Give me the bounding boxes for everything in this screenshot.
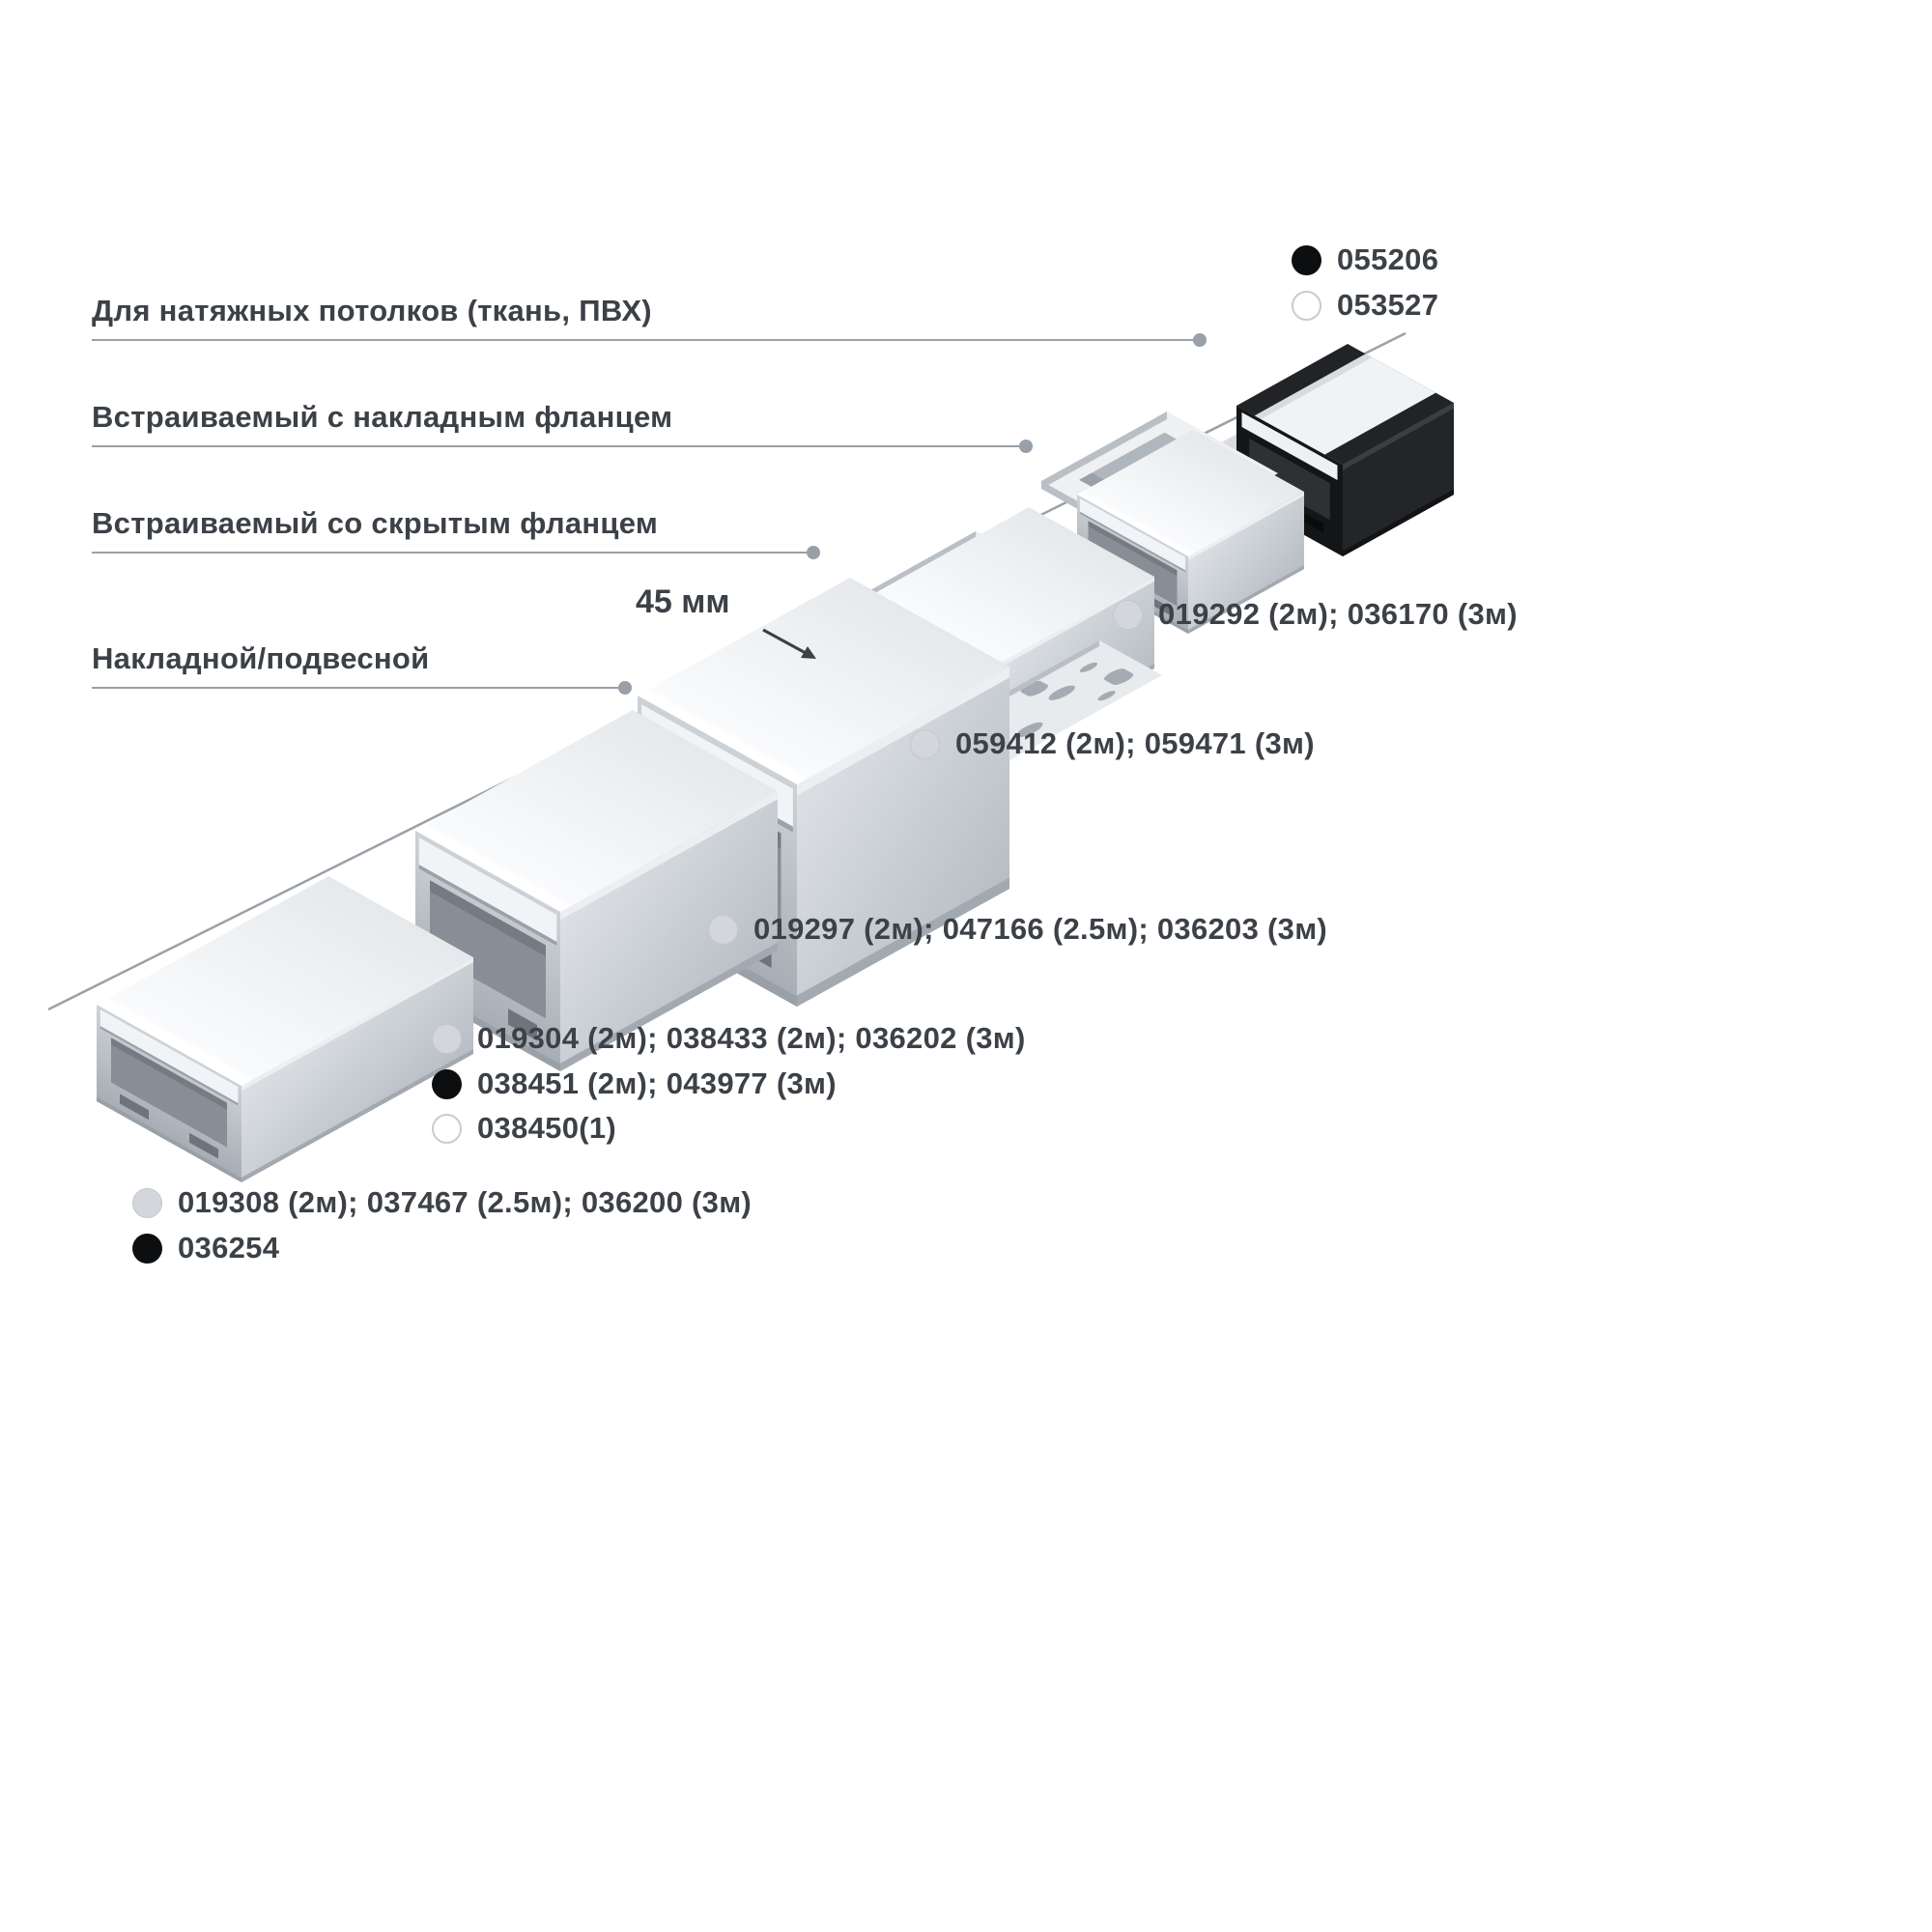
profile-recessed-surface-flange-icon (1041, 412, 1304, 634)
product-code: 019308 (2м); 037467 (2.5м); 036200 (3м) (178, 1185, 753, 1219)
product-code: 019304 (2м); 038433 (2м); 036202 (3м) (477, 1021, 1026, 1055)
callout-label: Встраиваемый с накладным фланцем (92, 400, 673, 434)
callout-endpoint-dot (1193, 333, 1207, 347)
color-swatch-dot (708, 914, 738, 945)
product-code: 055206 (1337, 242, 1439, 276)
product-code: 019292 (2м); 036170 (3м) (1158, 597, 1518, 631)
product-code: 053527 (1337, 288, 1439, 322)
callout-label: Накладной/подвесной (92, 641, 430, 675)
callout-recessed-hidden-flange: Встраиваемый со скрытым фланцем (92, 506, 820, 559)
legend-row: 055206 (1292, 244, 1438, 275)
callout-endpoint-dot (807, 546, 820, 559)
legend-row: 019304 (2м); 038433 (2м); 036202 (3м) (432, 1023, 1026, 1054)
dimension-arrow-icon (762, 628, 816, 659)
color-swatch-dot (432, 1068, 462, 1099)
color-swatch-dot (1292, 290, 1321, 321)
dimension-label-45mm: 45 мм (636, 583, 730, 620)
color-swatch-dot (910, 728, 940, 759)
color-swatch-dot (432, 1023, 462, 1054)
legend-row: 019308 (2м); 037467 (2.5м); 036200 (3м) (132, 1187, 752, 1218)
legend-row: 036254 (132, 1233, 279, 1264)
callout-label: Для натяжных потолков (ткань, ПВХ) (92, 294, 652, 327)
legend-row: 019292 (2м); 036170 (3м) (1113, 599, 1518, 630)
callout-label: Встраиваемый со скрытым фланцем (92, 506, 659, 540)
product-code: 059412 (2м); 059471 (3м) (955, 726, 1315, 760)
callout-stretch-ceiling: Для натяжных потолков (ткань, ПВХ) (92, 294, 1207, 347)
legend-row: 053527 (1292, 290, 1438, 321)
product-code: 019297 (2м); 047166 (2.5м); 036203 (3м) (753, 912, 1328, 946)
legend-row: 038450(1) (432, 1113, 616, 1144)
color-swatch-dot (132, 1233, 162, 1264)
callout-endpoint-dot (1019, 440, 1033, 453)
callout-surface-suspended: Накладной/подвесной (92, 641, 632, 695)
color-swatch-dot (432, 1113, 462, 1144)
product-code: 036254 (178, 1231, 280, 1264)
color-swatch-dot (132, 1187, 162, 1218)
product-code: 038450(1) (477, 1111, 617, 1145)
legend-row: 019297 (2м); 047166 (2.5м); 036203 (3м) (708, 914, 1327, 945)
legend-row: 059412 (2м); 059471 (3м) (910, 728, 1315, 759)
legend-row: 038451 (2м); 043977 (3м) (432, 1068, 837, 1099)
color-swatch-dot (1292, 244, 1321, 275)
callout-recessed-surface-flange: Встраиваемый с накладным фланцем (92, 400, 1033, 453)
product-code: 038451 (2м); 043977 (3м) (477, 1066, 837, 1100)
color-swatch-dot (1113, 599, 1143, 630)
callout-endpoint-dot (618, 681, 632, 695)
